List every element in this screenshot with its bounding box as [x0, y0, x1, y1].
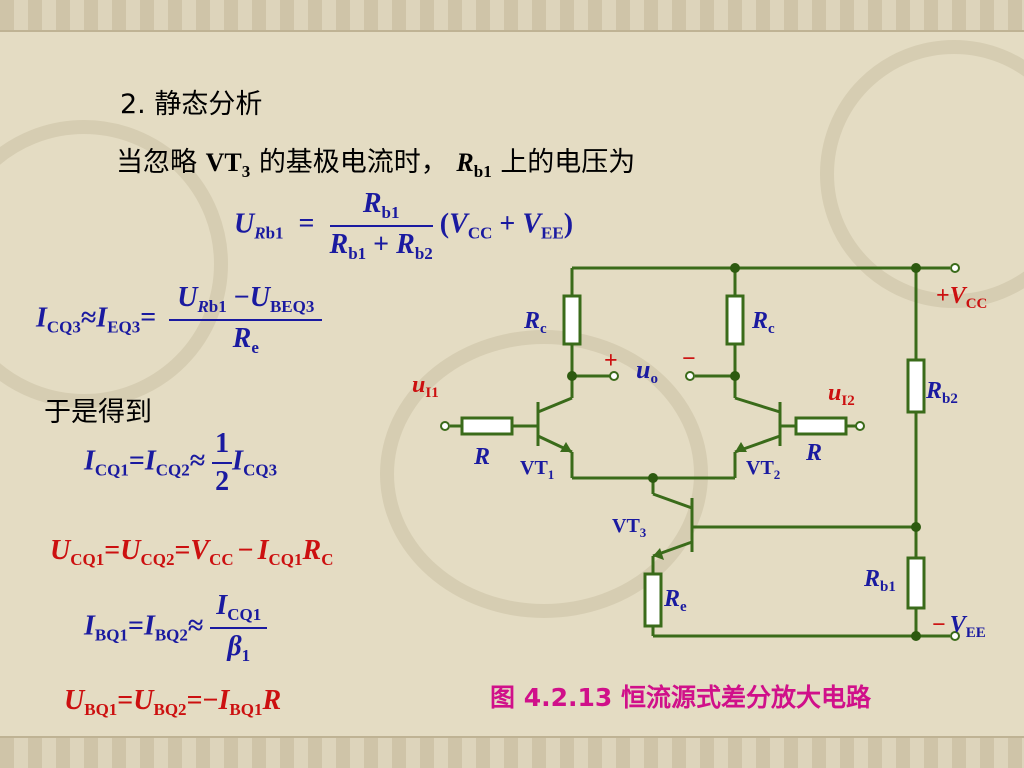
equation-ibq1: IBQ1=IBQ2≈ ICQ1 β1 — [84, 590, 268, 666]
intro-line: 当忽略 VT3 的基极电流时， Rb1 上的电压为 — [116, 147, 636, 181]
vt2-label: VT2 — [746, 457, 780, 482]
fraction: 1 2 — [212, 428, 233, 498]
section-heading: 2. 静态分析 — [120, 89, 263, 120]
bottom-border — [0, 736, 1024, 768]
equation-icq3: ICQ3≈IEQ3= URb1 −UBEQ3 Re — [36, 282, 323, 358]
fraction: URb1 −UBEQ3 Re — [169, 282, 323, 358]
rb2-label: Rb2 — [925, 378, 958, 407]
top-border — [0, 0, 1024, 32]
fraction: ICQ1 β1 — [210, 590, 268, 666]
equation-ubq1: UBQ1=UBQ2=−IBQ1R — [64, 685, 282, 719]
vee-label: −VEE — [932, 612, 986, 641]
rb1-label: Rb1 — [863, 566, 896, 595]
equation-icq1: ICQ1=ICQ2≈ 1 2 ICQ3 — [84, 428, 278, 498]
rc-right-label: Rc — [751, 308, 775, 337]
figure-caption: 图 4.2.13 恒流源式差分放大电路 — [490, 683, 871, 712]
re-label: Re — [663, 586, 687, 615]
ui2-label: uI2 — [828, 380, 855, 409]
equation-voltage-rb1: URb1 = Rb1 Rb1 + Rb2 (VCC + VEE) — [234, 188, 574, 263]
output-minus-label: − — [682, 346, 696, 372]
background-swirl — [820, 40, 1024, 308]
fraction: Rb1 Rb1 + Rb2 — [329, 188, 433, 263]
r-right-label: R — [805, 440, 822, 466]
equation-ucq1: UCQ1=UCQ2=VCC−ICQ1RC — [50, 535, 334, 569]
hence-text: 于是得到 — [44, 397, 152, 428]
background-swirl — [380, 330, 708, 618]
